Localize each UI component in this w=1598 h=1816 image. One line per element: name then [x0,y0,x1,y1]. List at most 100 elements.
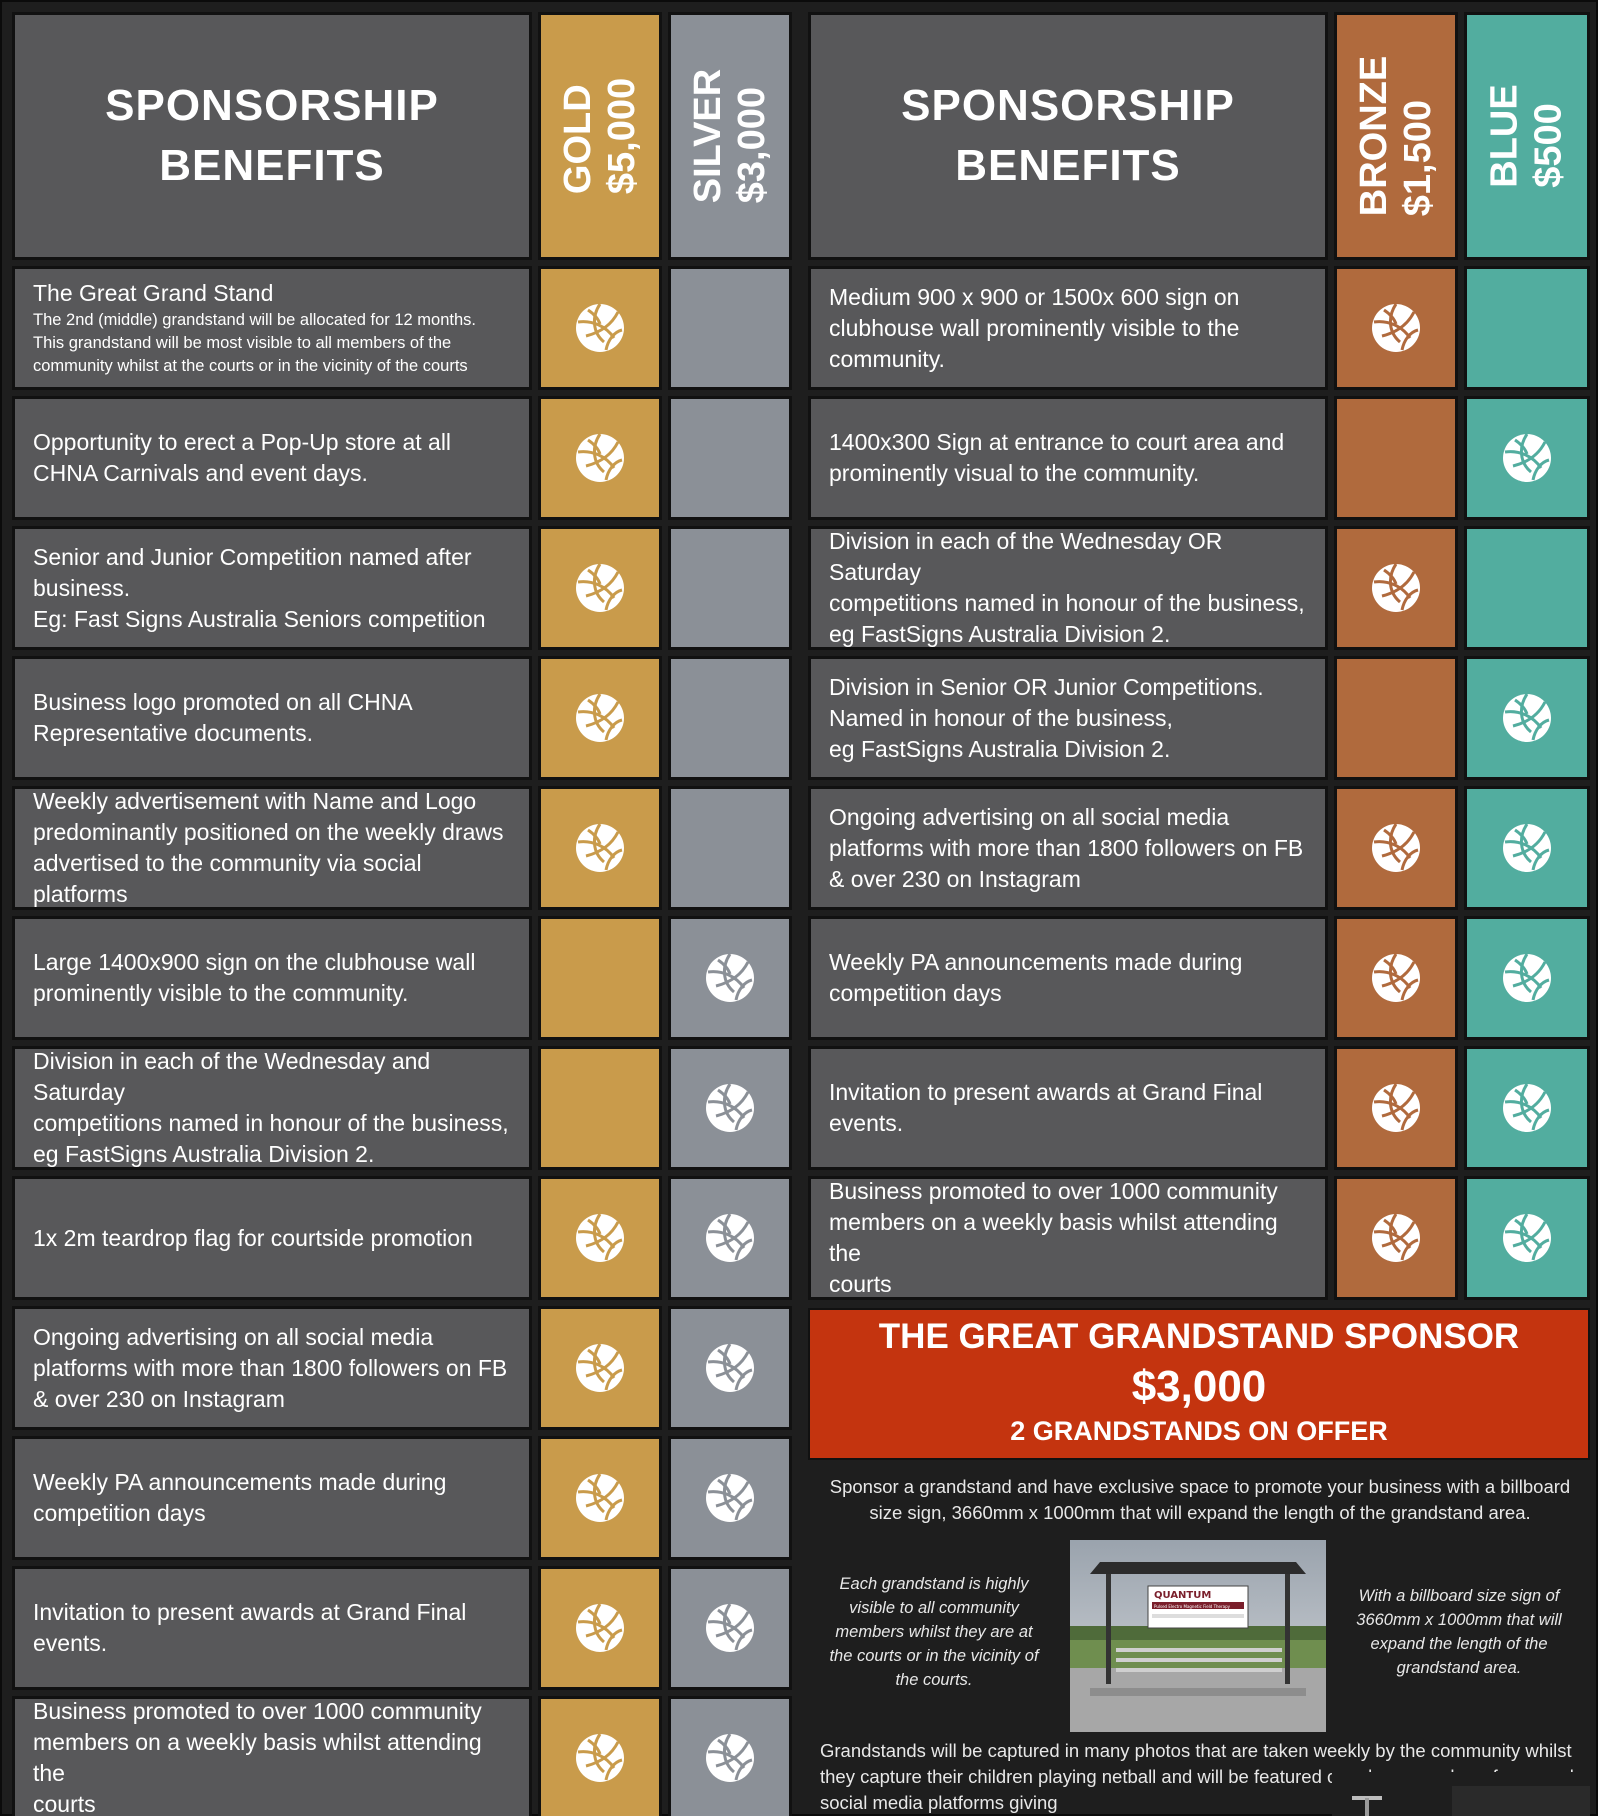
netball-icon [1370,822,1422,874]
gold-check-cell [538,1436,662,1560]
right-benefit-row: Invitation to present awards at Grand Fi… [808,1046,1328,1170]
benefit-text: Weekly PA announcements made during comp… [33,1469,447,1526]
silver-tier-header: SILVER $3,000 [668,12,792,260]
stadium-light-icon [1332,1772,1590,1816]
netball-icon [1501,1212,1553,1264]
netball-icon [1501,1082,1553,1134]
gold-check-cell [538,1046,662,1170]
blue-check-cell [1464,1046,1590,1170]
left-header-title: SPONSORSHIP BENEFITS [105,81,439,190]
photo-sign-brand: QUANTUM [1154,1590,1211,1601]
benefit-text: Division in each of the Wednesday OR Sat… [829,528,1305,647]
gold-check-cell [538,396,662,520]
bronze-check-cell [1334,916,1458,1040]
blue-check-cell [1464,266,1590,390]
promo-intro: Sponsor a grandstand and have exclusive … [829,1476,1571,1523]
bronze-tier-price: $1,500 [1397,99,1440,217]
netball-icon [704,1212,756,1264]
benefit-text: Business logo promoted on all CHNA Repre… [33,689,413,746]
gold-check-cell [538,786,662,910]
netball-icon [1501,692,1553,744]
netball-icon [1501,432,1553,484]
netball-icon [574,562,626,614]
left-benefit-row: Weekly advertisement with Name and Logo … [12,786,532,910]
bronze-check-cell [1334,656,1458,780]
bronze-check-cell [1334,266,1458,390]
netball-icon [1370,302,1422,354]
benefit-text: The 2nd (middle) grandstand will be allo… [33,311,476,375]
blue-check-cell [1464,396,1590,520]
netball-icon [574,1732,626,1784]
promo-price: $3,000 [1131,1362,1267,1411]
benefit-text: Invitation to present awards at Grand Fi… [829,1079,1263,1136]
benefit-title: The Great Grand Stand [33,280,274,306]
netball-icon [704,1472,756,1524]
bronze-check-cell [1334,786,1458,910]
netball-icon [574,822,626,874]
netball-icon [704,952,756,1004]
silver-check-cell [668,1436,792,1560]
netball-icon [1370,562,1422,614]
netball-icon [574,302,626,354]
netball-icon [704,1732,756,1784]
promo-left-note: Each grandstand is highly visible to all… [829,1575,1039,1689]
silver-check-cell [668,526,792,650]
silver-check-cell [668,1176,792,1300]
benefit-text: Opportunity to erect a Pop-Up store at a… [33,429,452,486]
right-header-title-cell: SPONSORSHIP BENEFITS [808,12,1328,260]
silver-check-cell [668,1046,792,1170]
silver-check-cell [668,1696,792,1816]
gold-check-cell [538,1696,662,1816]
netball-icon [574,1472,626,1524]
benefit-text: 1x 2m teardrop flag for courtside promot… [33,1224,473,1251]
netball-icon [574,1602,626,1654]
netball-icon [1370,1082,1422,1134]
silver-check-cell [668,1306,792,1430]
left-benefit-row: Invitation to present awards at Grand Fi… [12,1566,532,1690]
right-header-title: SPONSORSHIP BENEFITS [901,81,1235,190]
left-benefit-row: Ongoing advertising on all social media … [12,1306,532,1430]
benefit-text: Business promoted to over 1000 community… [829,1178,1278,1297]
gold-check-cell [538,1306,662,1430]
gold-check-cell [538,266,662,390]
blue-check-cell [1464,786,1590,910]
silver-tier-price: $3,000 [731,86,773,204]
right-benefit-row: Division in Senior OR Junior Competition… [808,656,1328,780]
left-header-title-cell: SPONSORSHIP BENEFITS [12,12,532,260]
right-benefit-row: Medium 900 x 900 or 1500x 600 sign on cl… [808,266,1328,390]
left-benefit-row: Business logo promoted on all CHNA Repre… [12,656,532,780]
silver-check-cell [668,396,792,520]
grandstand-photo-illustration: QUANTUM Pulsed Electro Magnetic Field Th… [1070,1540,1326,1732]
silver-check-cell [668,916,792,1040]
grandstand-photo: QUANTUM Pulsed Electro Magnetic Field Th… [1070,1540,1326,1732]
bronze-tier-name: BRONZE [1353,55,1396,217]
promo-right-note: With a billboard size sign of 3660mm x 1… [1356,1587,1562,1677]
benefit-text: Division in each of the Wednesday and Sa… [33,1048,509,1167]
netball-icon [704,1602,756,1654]
left-benefit-row: Business promoted to over 1000 community… [12,1696,532,1816]
right-benefit-row: Division in each of the Wednesday OR Sat… [808,526,1328,650]
benefit-text: Weekly advertisement with Name and Logo … [33,788,504,907]
benefit-text: Senior and Junior Competition named afte… [33,543,486,632]
right-benefit-row: Weekly PA announcements made during comp… [808,916,1328,1040]
benefit-text: Invitation to present awards at Grand Fi… [33,1599,467,1656]
benefit-text: Weekly PA announcements made during comp… [829,949,1243,1006]
gold-check-cell [538,526,662,650]
silver-check-cell [668,1566,792,1690]
bronze-check-cell [1334,1176,1458,1300]
gold-check-cell [538,1176,662,1300]
grandstand-sponsor-banner: THE GREAT GRANDSTAND SPONSOR $3,000 2 GR… [808,1308,1590,1460]
netball-icon [1501,952,1553,1004]
netball-icon [574,432,626,484]
benefit-text: Ongoing advertising on all social media … [33,1323,508,1412]
left-benefit-row: Large 1400x900 sign on the clubhouse wal… [12,916,532,1040]
silver-check-cell [668,786,792,910]
bronze-check-cell [1334,1046,1458,1170]
netball-icon [704,1082,756,1134]
blue-tier-header: BLUE $500 [1464,12,1590,260]
photo-sign-line: Pulsed Electro Magnetic Field Therapy [1154,1604,1231,1609]
bronze-tier-header: BRONZE $1,500 [1334,12,1458,260]
netball-icon [1370,1212,1422,1264]
